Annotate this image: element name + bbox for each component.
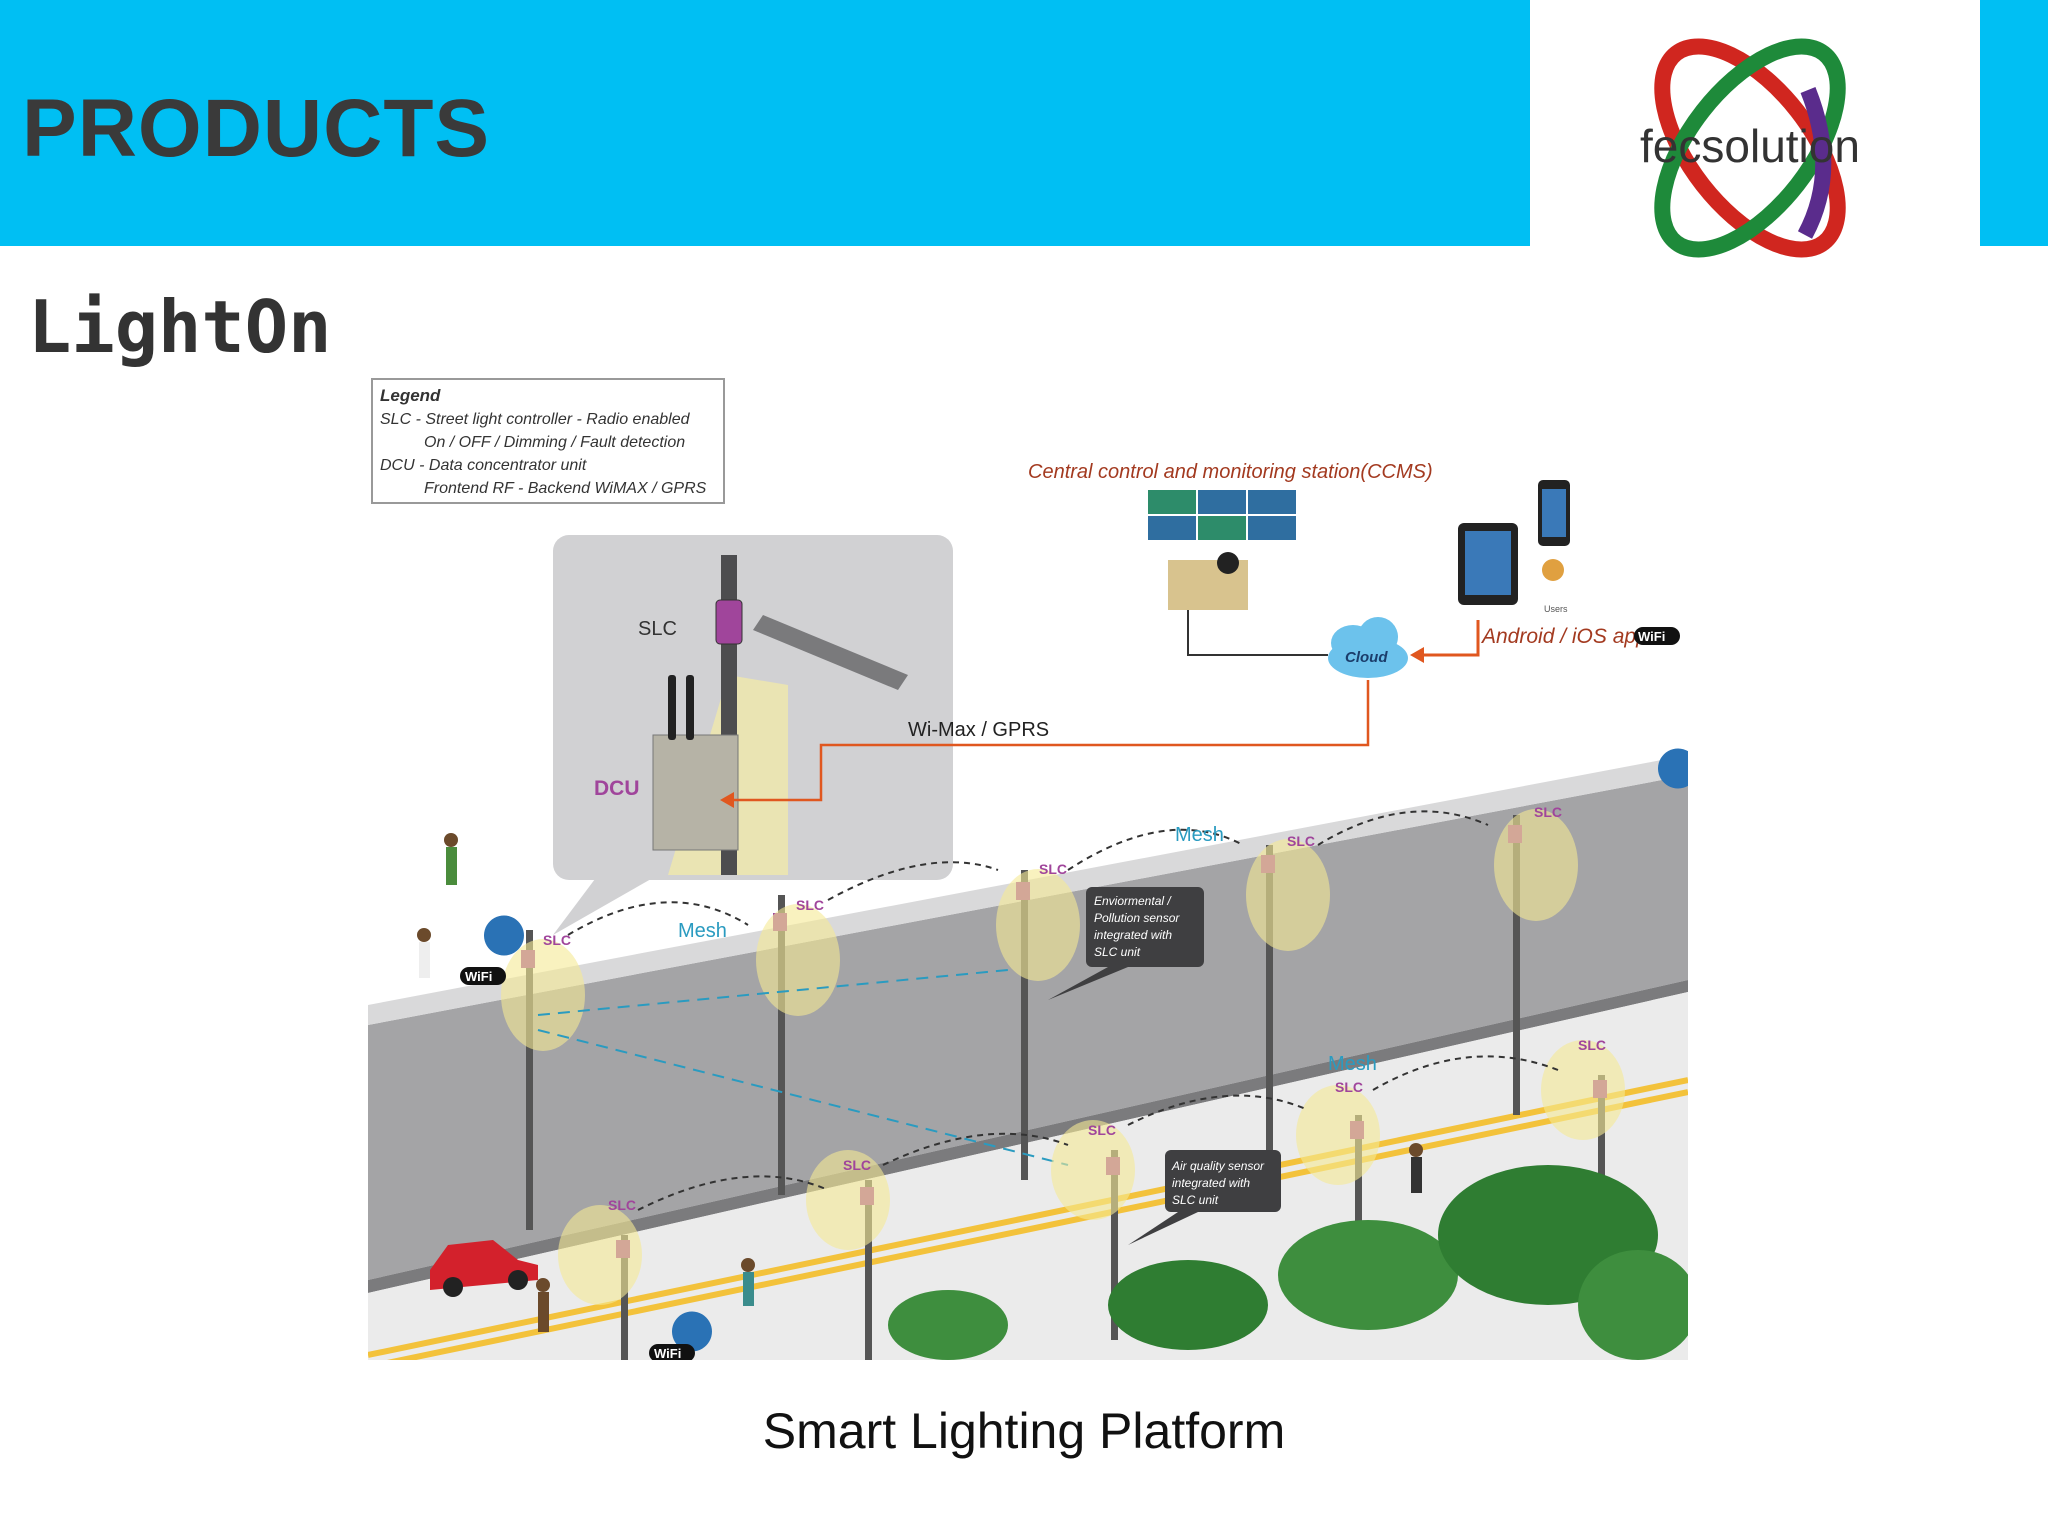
person-icon [417, 928, 431, 942]
street-pole-upper-3: SLC [996, 861, 1080, 1180]
app-label: Android / iOS app [1480, 625, 1648, 648]
page-title: PRODUCTS [22, 83, 491, 174]
slc-label: SLC [543, 932, 571, 948]
street-pole-lower-5: SLC [1541, 1037, 1625, 1255]
car-icon [430, 1240, 538, 1297]
person-icon [444, 833, 458, 847]
users-label: Users [1544, 604, 1568, 614]
person-icon [1409, 1143, 1423, 1157]
street-pole-upper-5: SLC [1494, 804, 1578, 1115]
product-name: LightOn [28, 285, 332, 369]
dcu-callout: SLC DCU [553, 535, 953, 935]
person-icon [536, 1278, 550, 1292]
wifi-hotspot-icon: WiFi [460, 915, 524, 985]
svg-text:SLC unit: SLC unit [1172, 1193, 1219, 1207]
legend-line-4: Frontend RF - Backend WiMAX / GPRS [424, 480, 707, 497]
wimax-label: Wi-Max / GPRS [908, 719, 1049, 741]
wifi-hotspot-icon: WiFi [1634, 627, 1688, 789]
company-logo: fecsolution [1640, 38, 1860, 258]
slc-label: SLC [796, 897, 824, 913]
slc-label: SLC [1088, 1122, 1116, 1138]
person-icon [741, 1258, 755, 1272]
wifi-hotspot-icon: WiFi [649, 1311, 712, 1360]
street-pole-lower-4: SLC [1296, 1079, 1380, 1315]
slc-label-callout: SLC [638, 618, 677, 640]
slc-label: SLC [1578, 1037, 1606, 1053]
legend-box: Legend SLC - Street light controller - R… [371, 378, 725, 504]
diagram-caption: Smart Lighting Platform [762, 1403, 1286, 1459]
street-pole-lower-2: SLC [806, 1150, 890, 1360]
ccms-label: Central control and monitoring station(C… [1028, 461, 1433, 483]
svg-text:SLC unit: SLC unit [1094, 945, 1141, 959]
mesh-label: Mesh [1328, 1053, 1377, 1075]
svg-text:Pollution sensor: Pollution sensor [1094, 911, 1180, 925]
svg-text:Enviormental /: Enviormental / [1094, 894, 1172, 908]
svg-text:WiFi: WiFi [1638, 629, 1665, 644]
legend-title: Legend [380, 386, 441, 405]
air-quality-sensor-note: Air quality sensor integrated with SLC u… [1128, 1150, 1281, 1245]
street-pole-lower-3: SLC [1051, 1120, 1135, 1340]
street-pole-lower-1: SLC [558, 1197, 642, 1360]
environment-sensor-note: Enviormental / Pollution sensor integrat… [1048, 887, 1204, 1000]
svg-text:WiFi: WiFi [654, 1346, 681, 1360]
logo-text: fecsolution [1640, 120, 1860, 172]
users-icon [1542, 559, 1564, 581]
header-bar [0, 0, 1530, 246]
cloud-label: Cloud [1345, 649, 1388, 666]
slc-label: SLC [1039, 861, 1067, 877]
dcu-label: DCU [594, 777, 640, 800]
legend-line-3: DCU - Data concentrator unit [380, 457, 587, 474]
slc-label: SLC [843, 1157, 871, 1173]
legend-line-1: SLC - Street light controller - Radio en… [380, 411, 691, 428]
smart-lighting-diagram: Legend SLC - Street light controller - R… [368, 378, 1688, 1360]
svg-text:integrated with: integrated with [1094, 928, 1172, 942]
ccms-video-wall [1148, 490, 1296, 610]
svg-text:integrated with: integrated with [1172, 1176, 1250, 1190]
street-pole-upper-1: SLC [501, 930, 585, 1230]
cloud-icon: Cloud [1328, 617, 1408, 678]
header-bar-right [1980, 0, 2048, 246]
slc-label: SLC [608, 1197, 636, 1213]
svg-text:Air quality sensor: Air quality sensor [1171, 1159, 1265, 1173]
slc-label: SLC [1287, 833, 1315, 849]
mesh-label: Mesh [678, 920, 727, 942]
slc-label: SLC [1335, 1079, 1363, 1095]
trees [888, 1165, 1688, 1360]
mesh-label: Mesh [1175, 824, 1224, 846]
legend-line-2: On / OFF / Dimming / Fault detection [424, 434, 685, 451]
svg-text:WiFi: WiFi [465, 969, 492, 984]
slc-label: SLC [1534, 804, 1562, 820]
street-pole-upper-4: SLC [1246, 833, 1330, 1155]
